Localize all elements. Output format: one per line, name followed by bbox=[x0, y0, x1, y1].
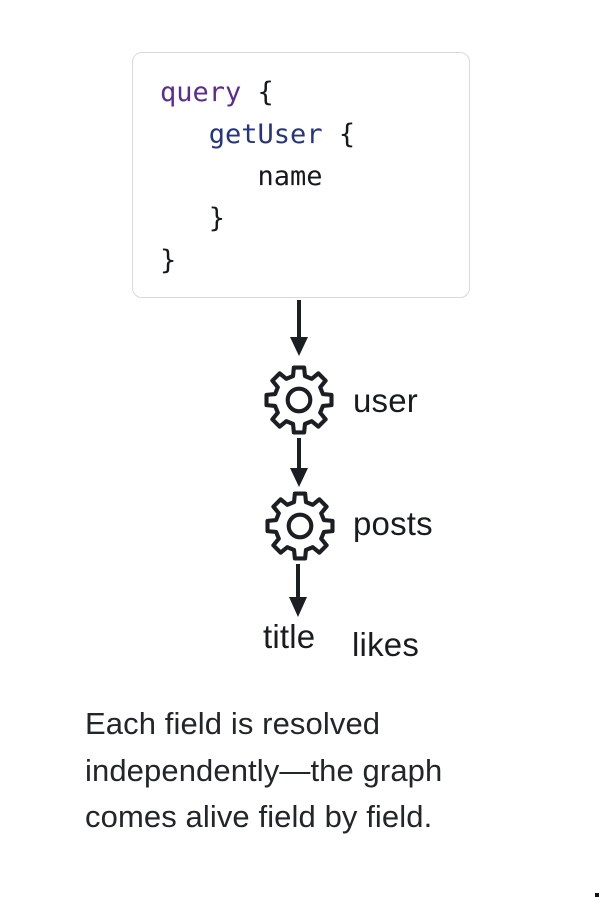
code-punct: { bbox=[241, 77, 274, 108]
caption-line: comes alive field by field. bbox=[85, 799, 433, 834]
leaf-label-title: title bbox=[263, 618, 316, 655]
down-arrow-icon bbox=[289, 564, 307, 617]
code-line-4: } bbox=[160, 198, 469, 240]
code-punct: } bbox=[160, 203, 226, 234]
caption-line: independently—the graph bbox=[85, 752, 443, 788]
caption: Each field is resolved independently—the… bbox=[85, 701, 555, 841]
down-arrow-icon bbox=[290, 300, 308, 356]
code-punct: } bbox=[160, 245, 177, 276]
graphql-query-code-box: query { getUser { name } } bbox=[132, 52, 470, 298]
caption-line: Each field is resolved bbox=[85, 706, 381, 741]
gear-icon bbox=[265, 491, 335, 561]
down-arrow-icon bbox=[290, 438, 308, 487]
code-line-1: query { bbox=[160, 72, 469, 114]
gear-icon bbox=[264, 365, 334, 435]
code-field-name: name bbox=[160, 161, 323, 192]
corner-artifact-dot bbox=[595, 893, 599, 897]
code-line-3: name bbox=[160, 156, 469, 198]
code-field-getuser: getUser bbox=[208, 119, 323, 150]
code-indent bbox=[160, 119, 209, 150]
resolver-label-user: user bbox=[353, 382, 418, 419]
leaf-label-likes: likes bbox=[352, 626, 420, 663]
code-line-2: getUser { bbox=[160, 114, 469, 156]
resolver-label-posts: posts bbox=[353, 505, 433, 542]
code-line-5: } bbox=[160, 240, 469, 282]
code-keyword-query: query bbox=[160, 77, 242, 108]
code-punct: { bbox=[322, 119, 356, 150]
